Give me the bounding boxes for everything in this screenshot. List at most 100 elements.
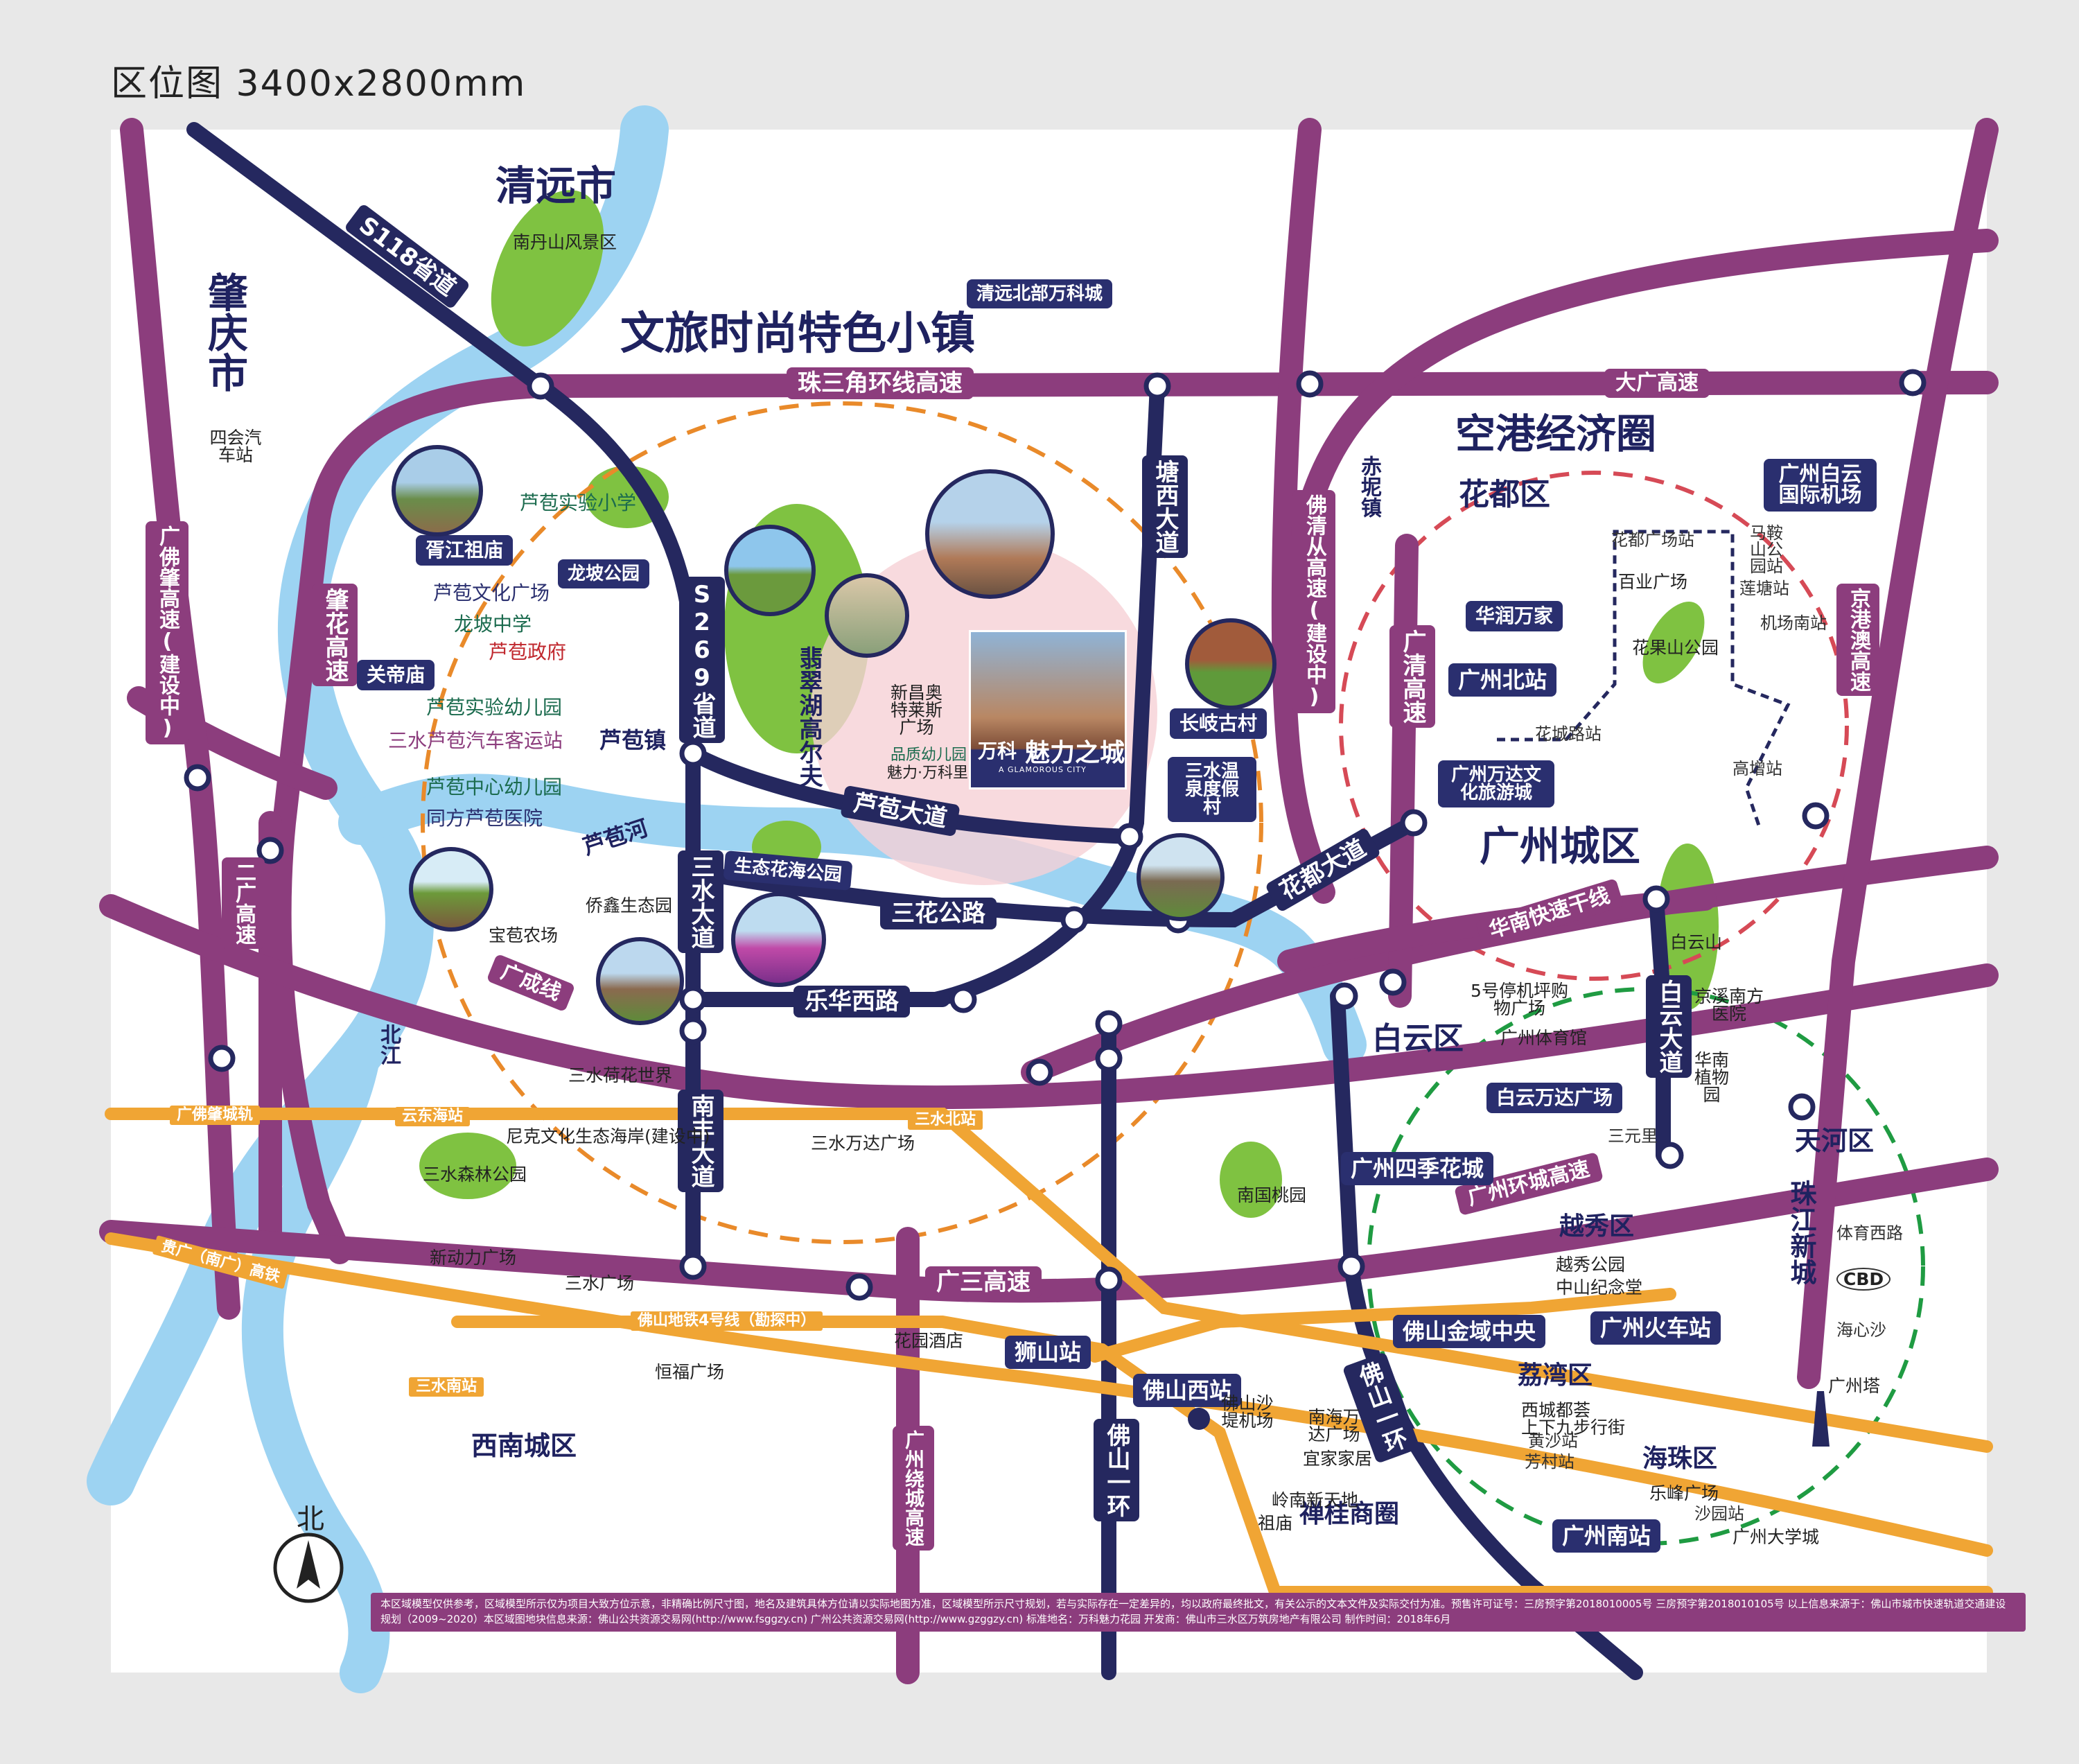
road-ererguang: 二广高速 [222,857,265,949]
road-baiyun-ave: 白云大道 [1646,975,1692,1078]
badge-huarun[interactable]: 华润万家 [1466,601,1563,631]
road-lehua: 乐华西路 [793,986,910,1018]
station-huadu-square: 花都广场站 [1611,530,1694,550]
badge-xiangjiang[interactable]: 胥江祖庙 [416,535,514,566]
badge-qingyuan-vanke[interactable]: 清远北部万科城 [967,279,1113,308]
poi-baiyunshan: 白云山 [1670,932,1723,952]
rail-guangfozhao: 广佛肇城轨 [170,1106,261,1125]
poi-hengfu: 恒福广场 [655,1362,725,1382]
label-baiyun: 白云区 [1372,1021,1464,1056]
badge-longpo-park[interactable]: 龙坡公园 [558,559,650,588]
poi-lubao-bus: 三水芦苞汽车客运站 [388,729,563,752]
road-jinggangao: 京港澳高速 [1836,584,1879,696]
poi-no5: 5号停机坪购物广场 [1471,981,1568,1018]
station-sanyuanli: 三元里 [1608,1126,1658,1146]
road-gz-raocheng: 广州绕城高速 [893,1426,934,1551]
station-huangsha: 黄沙站 [1528,1431,1578,1451]
label-zhujiang: 珠江新城 [1786,1180,1816,1285]
jinggangao-road [1797,118,1999,1389]
footer-disclaimer: 本区域模型仅供参考，区域模型所示仅为项目大致方位示意，非精确比例尺寸图，地名及建… [371,1593,2026,1632]
poi-xindongli: 新动力广场 [430,1248,517,1268]
road-prd-ring: 珠三角环线高速 [787,367,974,399]
poi-xinchang: 新昌奥特莱斯广场 [890,683,942,737]
foshan-west-rail [1089,1288,1676,1363]
guangqing-road [1388,534,1419,1008]
badge-changqi[interactable]: 长岐古村 [1170,708,1267,739]
station-huacheng: 花城路站 [1535,724,1602,744]
daguang-arc [1291,229,1999,543]
badge-wanda-culture[interactable]: 广州万达文化旅游城 [1438,760,1554,807]
poi-jingxi: 京溪南方医院 [1694,986,1764,1024]
label-haizhu: 海珠区 [1642,1444,1718,1473]
label-north-river: 北江 [376,1024,401,1065]
station-shayuan: 沙园站 [1694,1504,1744,1523]
photo-project-street [925,469,1055,599]
station-foshan-west[interactable]: 佛山西站 [1133,1374,1242,1407]
huaguo-park [1642,602,1705,683]
poi-gz-univ: 广州大学城 [1732,1527,1820,1547]
label-xinan: 西南城区 [471,1431,577,1461]
badge-gz-sijihua[interactable]: 广州四季花城 [1341,1152,1494,1185]
badge-fs-jinrong[interactable]: 佛山金域中央 [1393,1315,1546,1348]
poi-zhongshan: 中山纪念堂 [1556,1277,1643,1298]
guangfozhao-rail [105,1108,1993,1453]
station-gaozeng: 高增站 [1732,759,1782,778]
photo-qiaoxin [596,937,684,1025]
badge-sanshui-spa[interactable]: 三水温泉度假村 [1168,757,1256,822]
huadu-metro-line [1497,530,1791,830]
page-title: 区位图 3400x2800mm [111,63,527,105]
orange-dashed-circle [421,401,1263,1244]
station-shishan[interactable]: 狮山站 [1005,1336,1091,1369]
label-chanzhu: 禅桂商圈 [1299,1500,1400,1528]
poi-zumiao: 祖庙 [1258,1513,1293,1533]
poi-qiaoxin: 侨鑫生态园 [586,896,673,916]
poi-tongfang: 同方芦苞医院 [426,807,543,830]
poi-huanan-garden: 华南植物园 [1694,1050,1729,1105]
poi-lubao-primary: 芦苞实验小学 [520,491,637,514]
poi-gz-stadium: 广州体育馆 [1500,1028,1588,1048]
label-yuexiu: 越秀区 [1559,1212,1635,1241]
road-foqingcong: 佛清从高速(建设中) [1292,490,1335,713]
guangcheng-road [99,894,1999,1110]
label-qingyuan: 清远市 [495,162,617,209]
poi-lefeng: 乐峰广场 [1649,1483,1719,1503]
poi-baobao: 宝苞农场 [489,925,559,945]
poi-cbd: CBD [1836,1268,1891,1291]
badge-baiyun-wanda[interactable]: 白云万达广场 [1486,1083,1623,1113]
photo-flower-sea [731,892,826,987]
poi-xicheng: 西城都荟 [1521,1400,1591,1420]
station-fangcun: 芳村站 [1525,1452,1574,1472]
red-dashed-circle [1339,471,1849,981]
poi-sanshui-forest: 三水森林公园 [423,1164,527,1185]
station-mananshan: 马鞍山公园站 [1750,523,1783,576]
compass-arrow [297,1540,320,1589]
location-map[interactable]: 清远市 肇庆市 文旅时尚特色小镇 空港经济圈 花都区 广州城区 白云区 天河区 … [87,105,2026,1693]
label-tianhe: 天河区 [1795,1126,1875,1156]
label-airport-zone: 空港经济圈 [1455,410,1657,457]
project-brand: 万科 [978,740,1017,762]
badge-guandi[interactable]: 关帝庙 [357,660,435,690]
station-tiyu-xilu: 体育西路 [1836,1223,1903,1243]
road-zhaohua: 肇花高速 [312,584,358,686]
station-gz-train[interactable]: 广州火车站 [1590,1311,1721,1345]
badge-gz-airport[interactable]: 广州白云国际机场 [1764,459,1877,512]
photo-outlets [825,573,909,658]
rail-sanshui-north: 三水北站 [908,1110,983,1130]
poi-lubao-gov: 芦苞政府 [489,640,567,663]
poi-nike: 尼克文化生态海岸(建设中) [506,1126,710,1146]
station-gz-north[interactable]: 广州北站 [1448,663,1557,697]
label-liwan: 荔湾区 [1518,1361,1593,1390]
photo-xiangjiang-temple [392,445,483,536]
label-town: 文旅时尚特色小镇 [620,308,975,360]
photo-changqi [1185,618,1277,710]
project-card[interactable]: 万科 魅力之城 A GLAMOROUS CITY [969,630,1127,789]
photo-farm [409,847,493,932]
poi-longpo-middle: 龙坡中学 [454,613,532,636]
poi-lotus: 三水荷花世界 [568,1065,673,1085]
project-name: 魅力之城 [1025,739,1125,767]
guangcheng-road-2 [1021,846,1999,1084]
station-gz-south[interactable]: 广州南站 [1552,1519,1661,1553]
nanguo-park [1220,1142,1282,1218]
road-guangfozhao: 广佛肇高速(建设中) [146,521,188,744]
poi-lubao-center-kinder: 芦苞中心幼儿园 [426,776,563,798]
